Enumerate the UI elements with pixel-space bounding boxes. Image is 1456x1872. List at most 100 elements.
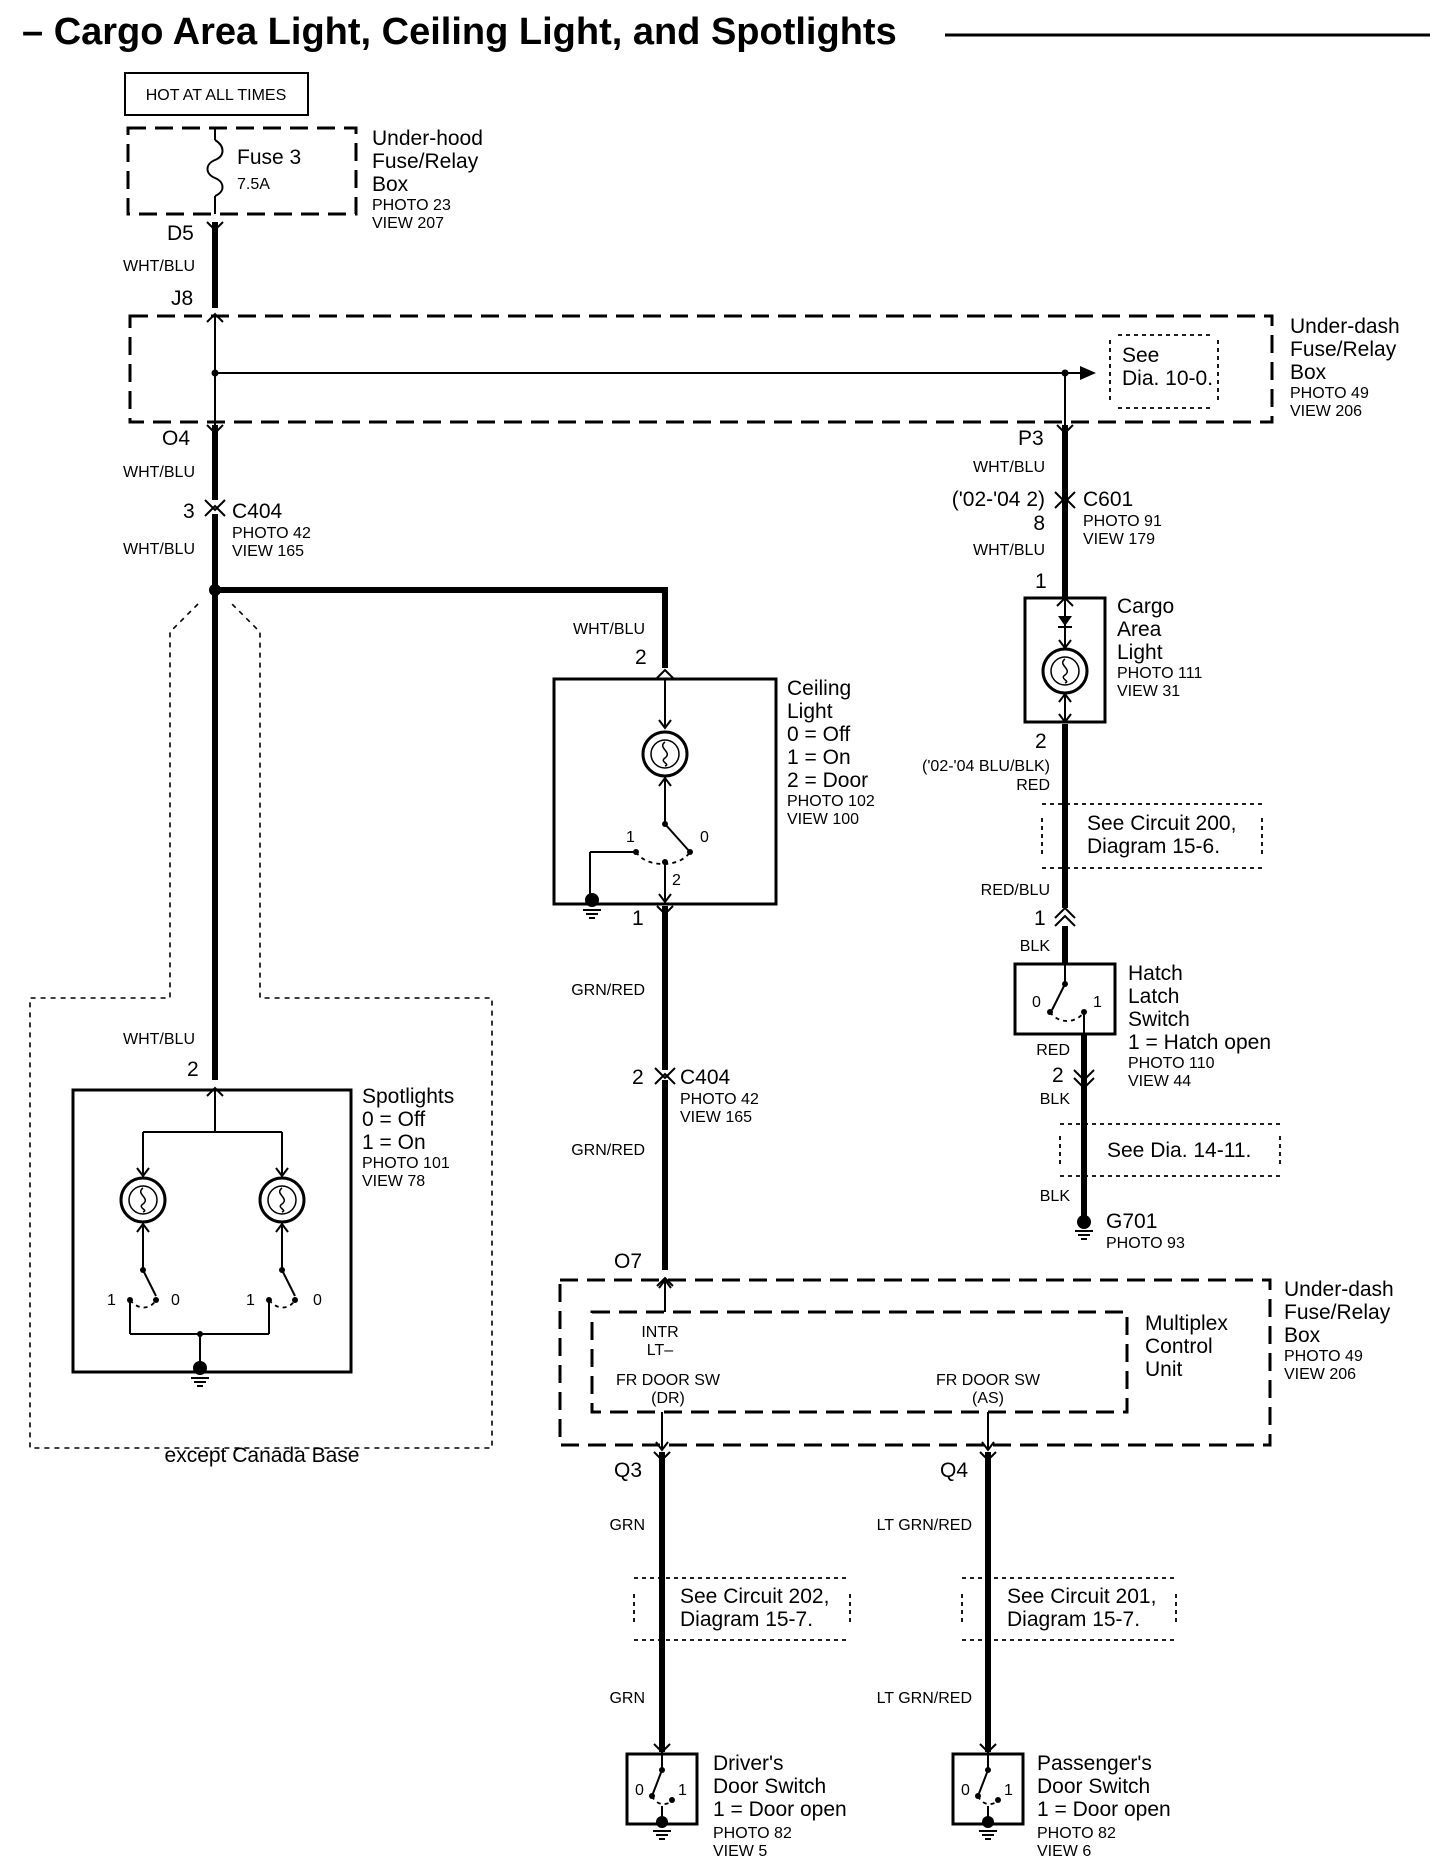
driver-switch-label-1: Driver's (713, 1752, 784, 1775)
wire-label-grn-1: GRN (609, 1517, 645, 1534)
wire-label-wht-blu-6: WHT/BLU (973, 459, 1045, 476)
spotlight-right-bulb-icon (258, 1176, 306, 1224)
cargo-view: VIEW 31 (1117, 683, 1180, 700)
spotlights-pin: 2 (187, 1058, 199, 1081)
c404-top-view: VIEW 165 (232, 543, 304, 560)
hot-label-box (124, 72, 309, 116)
fuse-symbol (206, 139, 224, 197)
underhood-fuse-box (126, 126, 358, 216)
underdash-bottom-label-3: Box (1284, 1324, 1321, 1347)
ceiling-state1: 1 = On (787, 746, 851, 769)
underdash-fuse-box-top (128, 314, 1274, 424)
hatch-internal (1047, 964, 1087, 1034)
c601-name: C601 (1083, 488, 1133, 511)
g701-photo: PHOTO 93 (1106, 1235, 1185, 1252)
underhood-label-1: Under-hood (372, 127, 483, 150)
multiplex-unit-box (590, 1310, 1129, 1414)
ceiling-label-2: Light (787, 700, 833, 723)
see-circuit-202-line2: Diagram 15-7. (680, 1608, 813, 1631)
underhood-label-3: Box (372, 173, 409, 196)
wire-label-blk-3: BLK (1040, 1188, 1071, 1205)
c404-mid-connector (654, 1067, 676, 1085)
passenger-switch-pos1: 1 (1004, 1782, 1013, 1799)
c404-top-name: C404 (232, 500, 283, 523)
see-dia-14: See Dia. 14-11. (1107, 1139, 1251, 1162)
passenger-switch-label-2: Door Switch (1037, 1775, 1150, 1798)
hatch-connector-bottom (1073, 1069, 1095, 1090)
hatch-view: VIEW 44 (1128, 1073, 1191, 1090)
multiplex-fras-1: FR DOOR SW (936, 1372, 1041, 1389)
c601-years: ('02-'04 2) (952, 488, 1045, 511)
wire-label-wht-blu-7: WHT/BLU (973, 542, 1045, 559)
passenger-switch-connector (979, 1743, 997, 1754)
ceiling-state0: 0 = Off (787, 723, 850, 746)
wire-label-wht-blu-2: WHT/BLU (123, 464, 195, 481)
wire-label-wht-blu-1: WHT/BLU (123, 258, 195, 275)
ceiling-view: VIEW 100 (787, 811, 859, 828)
wire-label-wht-blu-4: WHT/BLU (573, 621, 645, 638)
underdash-top-label-2: Fuse/Relay (1290, 338, 1397, 361)
ceiling-sw-pos0: 0 (700, 829, 709, 846)
ceiling-state2: 2 = Door (787, 769, 868, 792)
c404-mid-pin: 2 (632, 1066, 644, 1089)
cargo-label-2: Area (1117, 618, 1162, 641)
multiplex-intr-arrow (658, 1278, 672, 1289)
wire-label-grn-red-2: GRN/RED (571, 1142, 645, 1159)
wire-label-lt-grn-red-2: LT GRN/RED (877, 1690, 972, 1707)
see-dia-10-brackets (1109, 334, 1219, 409)
underdash-top-label-1: Under-dash (1290, 315, 1400, 338)
c404-mid-photo: PHOTO 42 (680, 1091, 759, 1108)
spotlights-sw-pos1-left: 1 (107, 1292, 116, 1309)
wire-label-grn-red-1: GRN/RED (571, 982, 645, 999)
pin-j8: J8 (171, 287, 193, 310)
multiplex-label-2: Control (1145, 1335, 1213, 1358)
underdash-bottom-label-2: Fuse/Relay (1284, 1301, 1391, 1324)
underhood-view: VIEW 207 (372, 215, 444, 232)
spotlights-state1: 1 = On (362, 1131, 426, 1154)
spotlights-internal (127, 1090, 298, 1375)
hatch-state1: 1 = Hatch open (1128, 1031, 1271, 1054)
fuse-rating: 7.5A (237, 176, 270, 193)
spotlights-sw-pos0-left: 0 (171, 1292, 180, 1309)
c601-connector (1054, 491, 1076, 509)
ceiling-bulb-icon (641, 730, 689, 778)
pin-q4: Q4 (940, 1459, 968, 1482)
ceiling-connector-top (656, 668, 674, 679)
multiplex-frdr-2: (DR) (651, 1390, 685, 1407)
driver-switch-pos1: 1 (678, 1782, 687, 1799)
hatch-label-3: Switch (1128, 1008, 1190, 1031)
driver-switch-label-2: Door Switch (713, 1775, 826, 1798)
underdash-top-label-3: Box (1290, 361, 1327, 384)
wire-label-grn-2: GRN (609, 1690, 645, 1707)
spotlights-sw-pos1-right: 1 (246, 1292, 255, 1309)
wire-label-red-2: RED (1036, 1042, 1070, 1059)
spotlights-connector (206, 1086, 224, 1097)
passenger-switch-pos0: 0 (961, 1782, 970, 1799)
c404-top-connector (204, 499, 226, 517)
passenger-switch-internal (975, 1754, 1001, 1828)
ceiling-photo: PHOTO 102 (787, 793, 875, 810)
driver-switch-view: VIEW 5 (713, 1843, 767, 1860)
hatch-pin-top: 1 (1034, 907, 1046, 930)
wire-label-red-1: RED (1016, 777, 1050, 794)
fuse-name: Fuse 3 (237, 146, 301, 169)
see-circuit-201-line1: See Circuit 201, (1007, 1585, 1156, 1608)
underdash-bottom-view: VIEW 206 (1284, 1366, 1356, 1383)
spotlights-photo: PHOTO 101 (362, 1155, 450, 1172)
see-circuit-202-brackets (633, 1577, 851, 1641)
driver-ground-icon (652, 1830, 672, 1840)
ceiling-pin-top: 2 (635, 646, 647, 669)
passenger-switch-label-1: Passenger's (1037, 1752, 1152, 1775)
passenger-switch-view: VIEW 6 (1037, 1843, 1091, 1860)
hatch-pin-bottom: 2 (1052, 1064, 1064, 1087)
g701-ground-icon (1074, 1230, 1094, 1240)
hatch-connector-top (1054, 906, 1076, 927)
spotlights-state0: 0 = Off (362, 1108, 425, 1131)
wire-label-blk-2: BLK (1040, 1091, 1071, 1108)
underdash-bottom-photo: PHOTO 49 (1284, 1348, 1363, 1365)
underdash-top-view: VIEW 206 (1290, 403, 1362, 420)
pin-p3: P3 (1018, 427, 1044, 450)
connector-o7 (656, 1276, 674, 1287)
driver-switch-photo: PHOTO 82 (713, 1825, 792, 1842)
